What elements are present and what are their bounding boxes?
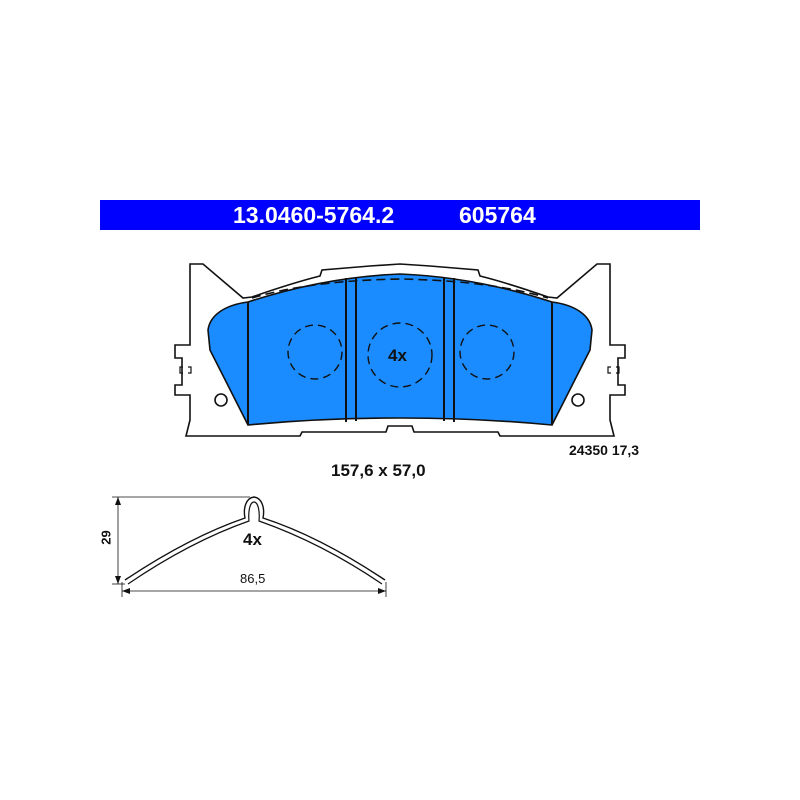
- clip-width: 86,5: [240, 571, 266, 586]
- piston-circle-center: [367, 322, 433, 388]
- clip-quantity: 4x: [243, 530, 262, 549]
- clip-slot-right: [607, 366, 620, 374]
- piston-circle-left: [287, 324, 343, 380]
- brake-pad-drawing: [174, 263, 626, 437]
- wear-line: [251, 278, 549, 299]
- pad-codes: 24350 17,3: [569, 442, 640, 458]
- hole-left: [214, 393, 228, 407]
- reference-number: 605764: [459, 202, 536, 228]
- part-number-banner: 13.0460-5764.2 605764: [100, 200, 700, 230]
- clip-drawing: [112, 496, 387, 597]
- pad-quantity: 4x: [388, 346, 407, 365]
- clip-slot-left: [179, 366, 192, 374]
- hole-right: [571, 393, 585, 407]
- spring-clip: [124, 496, 386, 581]
- clip-height: 29: [98, 530, 114, 545]
- part-number: 13.0460-5764.2: [233, 202, 395, 228]
- pad-dimensions: 157,6 x 57,0: [331, 461, 426, 480]
- piston-circle-right: [459, 324, 515, 380]
